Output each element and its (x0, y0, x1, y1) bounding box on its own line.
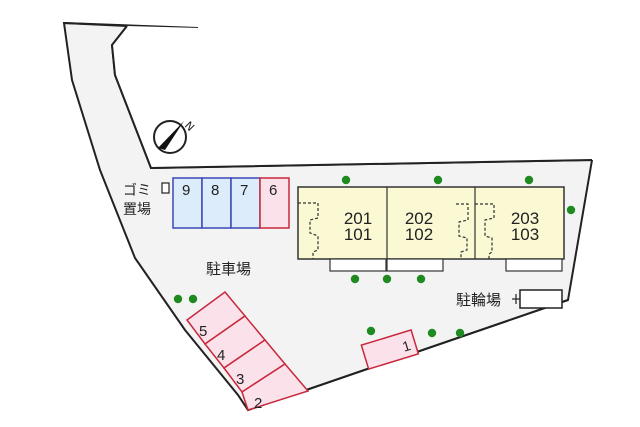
tree-icon (350, 274, 360, 284)
tree-icon (341, 175, 351, 185)
svg-text:3: 3 (236, 371, 244, 388)
tree-icon (455, 328, 465, 338)
trees-group (173, 175, 576, 338)
garbage-label-1: ゴミ (123, 182, 151, 199)
svg-text:101: 101 (344, 225, 372, 244)
svg-text:4: 4 (217, 347, 225, 364)
parking-slot-1[interactable]: 1 (360, 329, 420, 371)
driveway-edge (112, 0, 600, 168)
svg-text:5: 5 (199, 323, 207, 340)
driveway-line (110, 25, 593, 170)
tree-icon (188, 294, 198, 304)
parking-slot-8[interactable]: 8 (201, 177, 232, 229)
svg-text:201: 201 (344, 209, 372, 228)
parking-top-group: 9 8 7 6 (172, 177, 290, 229)
tree-icon (416, 274, 426, 284)
bicycle-parking-label: 駐輪場 (456, 291, 501, 309)
bicycle-parking-area (519, 289, 563, 309)
svg-text:2: 2 (254, 395, 262, 412)
tree-icon (382, 274, 392, 284)
parking-slot-9[interactable]: 9 (172, 177, 203, 229)
parking-label: 駐車場 (206, 260, 251, 278)
garbage-box (161, 182, 170, 194)
svg-text:203: 203 (511, 209, 539, 228)
svg-text:103: 103 (511, 225, 539, 244)
tree-icon (366, 326, 376, 336)
parking-slot-2[interactable]: 2 (241, 363, 310, 412)
parking-slot-7[interactable]: 7 (230, 177, 261, 229)
parking-slot-6[interactable]: 6 (259, 177, 290, 229)
svg-text:9: 9 (182, 182, 190, 199)
svg-text:202: 202 (405, 209, 433, 228)
garbage-label-2: 置場 (123, 202, 151, 218)
tree-icon (173, 294, 183, 304)
tree-icon (427, 328, 437, 338)
road-edge-top (63, 22, 199, 29)
tree-icon (433, 175, 443, 185)
tree-icon (524, 175, 534, 185)
svg-text:7: 7 (240, 182, 248, 199)
tree-icon (566, 205, 576, 215)
svg-text:6: 6 (269, 182, 277, 199)
svg-text:8: 8 (211, 182, 219, 199)
svg-text:102: 102 (405, 225, 433, 244)
